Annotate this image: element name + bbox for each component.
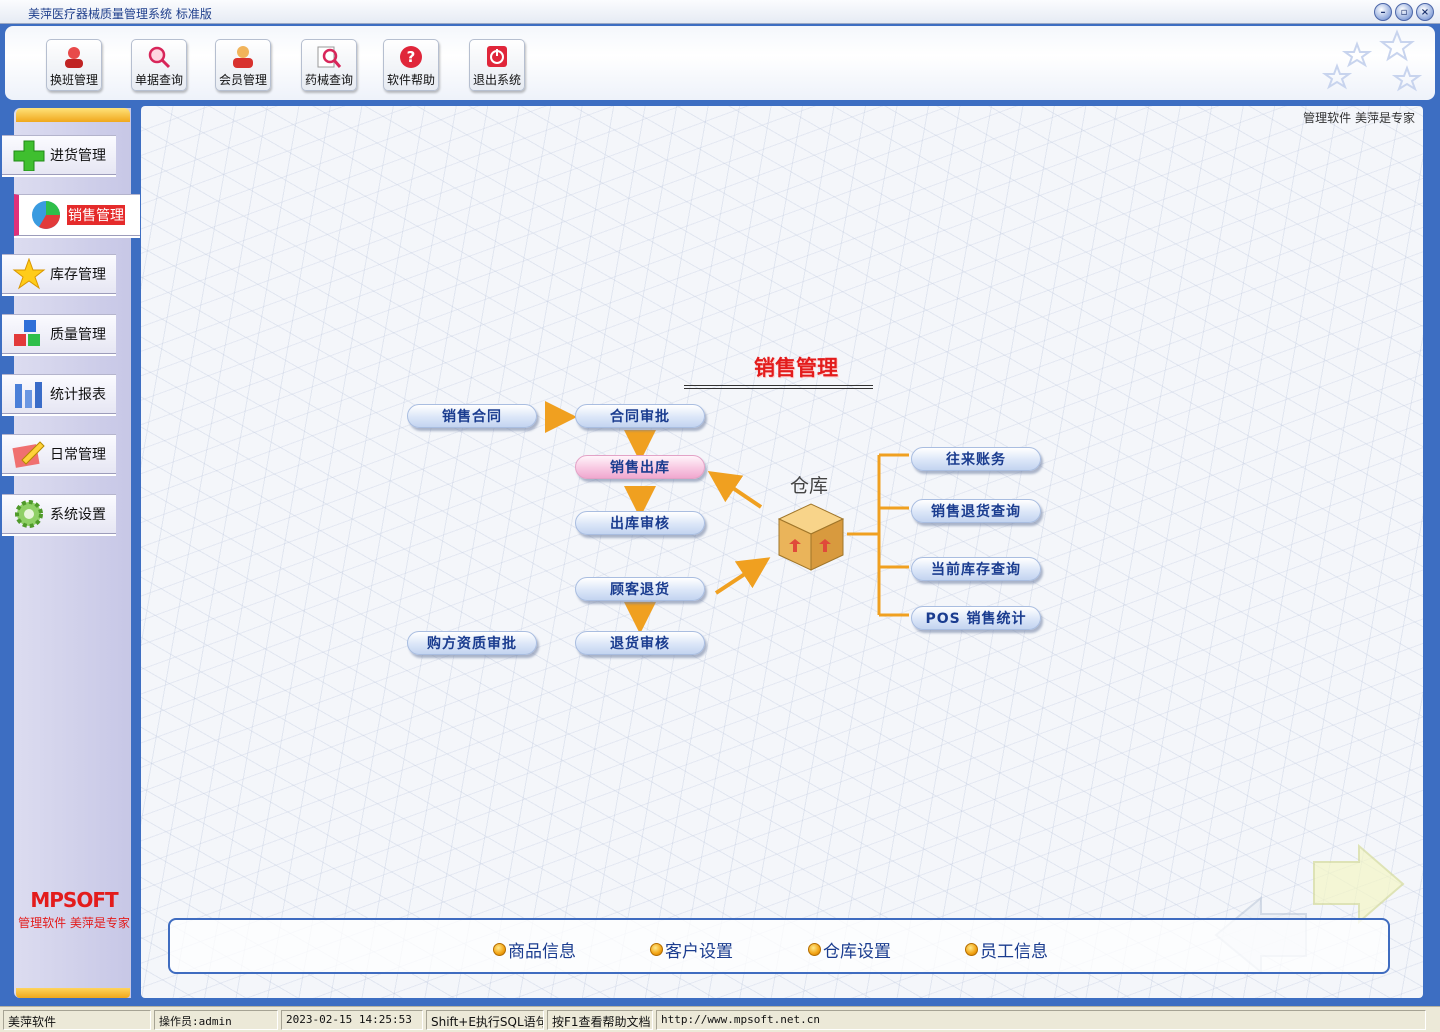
toolbar-device-query-button[interactable]: 药械查询 <box>301 39 357 91</box>
quick-links-panel: 商品信息 客户设置 仓库设置 员工信息 <box>168 918 1390 974</box>
window-title: 美萍医疗器械质量管理系统 标准版 <box>28 7 212 21</box>
minimize-icon[interactable]: – <box>1374 3 1392 21</box>
node-outbound-audit[interactable]: 出库审核 <box>575 511 705 535</box>
bullet-icon <box>493 943 506 956</box>
toolbar-member-label: 会员管理 <box>218 73 267 87</box>
star-icon <box>12 258 46 290</box>
brand-logo: MPSOFT <box>30 888 118 912</box>
main-content: 管理软件 美萍是专家 销售管理 <box>141 106 1423 998</box>
status-bar: 美萍软件 操作员:admin 2023-02-15 14:25:53 Shift… <box>0 1006 1440 1032</box>
flow-title: 销售管理 <box>754 356 838 380</box>
sidebar-bottom-bar <box>16 988 130 998</box>
sidebar-item-settings[interactable]: 系统设置 <box>2 494 116 534</box>
member-icon <box>233 46 253 68</box>
node-sales-contract[interactable]: 销售合同 <box>407 404 537 428</box>
node-buyer-qualification[interactable]: 购方资质审批 <box>407 631 537 655</box>
status-sql-hint: Shift+E执行SQL语句 <box>426 1009 544 1030</box>
sidebar-top-bar <box>16 108 130 122</box>
node-sales-return-query[interactable]: 销售退货查询 <box>911 499 1041 523</box>
shift-user-icon <box>65 47 83 68</box>
tagline: 管理软件 美萍是专家 <box>1303 111 1415 125</box>
toolbar: 换班管理 单据查询 会员管理 药械查询 ? 软件帮助 退出系统 <box>5 26 1435 100</box>
node-current-stock-query[interactable]: 当前库存查询 <box>911 557 1041 581</box>
flow-connectors <box>545 401 1405 975</box>
sidebar-item-purchase[interactable]: 进货管理 <box>2 135 116 175</box>
forward-arrow-icon <box>1313 843 1405 925</box>
link-product-info[interactable]: 商品信息 <box>493 937 576 962</box>
node-pos-stats[interactable]: POS 销售统计 <box>911 606 1041 630</box>
node-return-audit[interactable]: 退货审核 <box>575 631 705 655</box>
sidebar-item-quality[interactable]: 质量管理 <box>2 314 116 354</box>
sidebar-item-label: 质量管理 <box>50 327 106 343</box>
document-search-icon <box>148 46 171 69</box>
status-datetime: 2023-02-15 14:25:53 <box>281 1009 423 1030</box>
gear-icon <box>15 500 43 528</box>
bar-chart-icon <box>15 382 42 408</box>
power-icon <box>487 46 507 67</box>
toolbar-device-query-label: 药械查询 <box>304 73 353 87</box>
sidebar-item-label: 库存管理 <box>50 267 106 283</box>
toolbar-member-button[interactable]: 会员管理 <box>215 39 271 91</box>
decorative-stars-icon <box>1321 29 1423 92</box>
device-search-icon <box>317 46 342 68</box>
svg-text:?: ? <box>407 48 416 66</box>
toolbar-shift-label: 换班管理 <box>49 73 98 87</box>
bullet-icon <box>650 943 663 956</box>
blocks-icon <box>14 320 40 346</box>
sidebar-item-label: 进货管理 <box>50 148 106 164</box>
bullet-icon <box>808 943 821 956</box>
sidebar-item-label: 系统设置 <box>50 507 106 523</box>
sidebar <box>14 108 131 998</box>
sidebar-item-label: 日常管理 <box>50 447 106 463</box>
link-staff-info[interactable]: 员工信息 <box>965 937 1048 962</box>
link-customer-settings[interactable]: 客户设置 <box>650 937 733 962</box>
restore-icon[interactable]: ▫ <box>1395 3 1413 21</box>
toolbar-shift-button[interactable]: 换班管理 <box>46 39 102 91</box>
pencil-icon <box>12 441 45 468</box>
sidebar-item-label: 销售管理 <box>67 205 125 225</box>
node-accounts[interactable]: 往来账务 <box>911 447 1041 471</box>
flow-title-underline <box>684 385 873 389</box>
title-bar: 美萍医疗器械质量管理系统 标准版 – ▫ × <box>0 0 1440 24</box>
arrow-diagonal-icon <box>714 557 771 595</box>
node-sales-outbound[interactable]: 销售出库 <box>575 455 705 479</box>
sidebar-item-inventory[interactable]: 库存管理 <box>2 254 116 294</box>
pie-chart-icon <box>32 201 60 229</box>
toolbar-document-query-label: 单据查询 <box>134 73 183 87</box>
warehouse-label: 仓库 <box>790 475 829 497</box>
status-operator: 操作员:admin <box>154 1009 278 1030</box>
window-controls: – ▫ × <box>1374 3 1434 21</box>
status-url: http://www.mpsoft.net.cn <box>656 1009 1426 1030</box>
toolbar-help-label: 软件帮助 <box>386 73 435 87</box>
toolbar-help-button[interactable]: ? 软件帮助 <box>383 39 439 91</box>
sidebar-item-daily[interactable]: 日常管理 <box>2 434 116 474</box>
warehouse-box-icon <box>777 503 845 571</box>
toolbar-document-query-button[interactable]: 单据查询 <box>131 39 187 91</box>
status-help-hint: 按F1查看帮助文档 <box>547 1009 653 1030</box>
brand-block: MPSOFT 管理软件 美萍是专家 <box>14 888 134 931</box>
toolbar-exit-button[interactable]: 退出系统 <box>469 39 525 91</box>
help-icon: ? <box>400 46 422 68</box>
sidebar-item-sales[interactable]: 销售管理 <box>14 194 140 236</box>
close-icon[interactable]: × <box>1416 3 1434 21</box>
sidebar-item-label: 统计报表 <box>50 387 106 403</box>
brand-slogan: 管理软件 美萍是专家 <box>18 916 130 930</box>
node-contract-approval[interactable]: 合同审批 <box>575 404 705 428</box>
plus-icon <box>13 140 45 171</box>
arrow-diagonal-icon <box>707 471 763 509</box>
toolbar-exit-label: 退出系统 <box>472 73 521 87</box>
node-customer-return[interactable]: 顾客退货 <box>575 577 705 601</box>
bullet-icon <box>965 943 978 956</box>
sidebar-item-reports[interactable]: 统计报表 <box>2 374 116 414</box>
link-warehouse-settings[interactable]: 仓库设置 <box>808 937 891 962</box>
status-company: 美萍软件 <box>3 1009 151 1030</box>
